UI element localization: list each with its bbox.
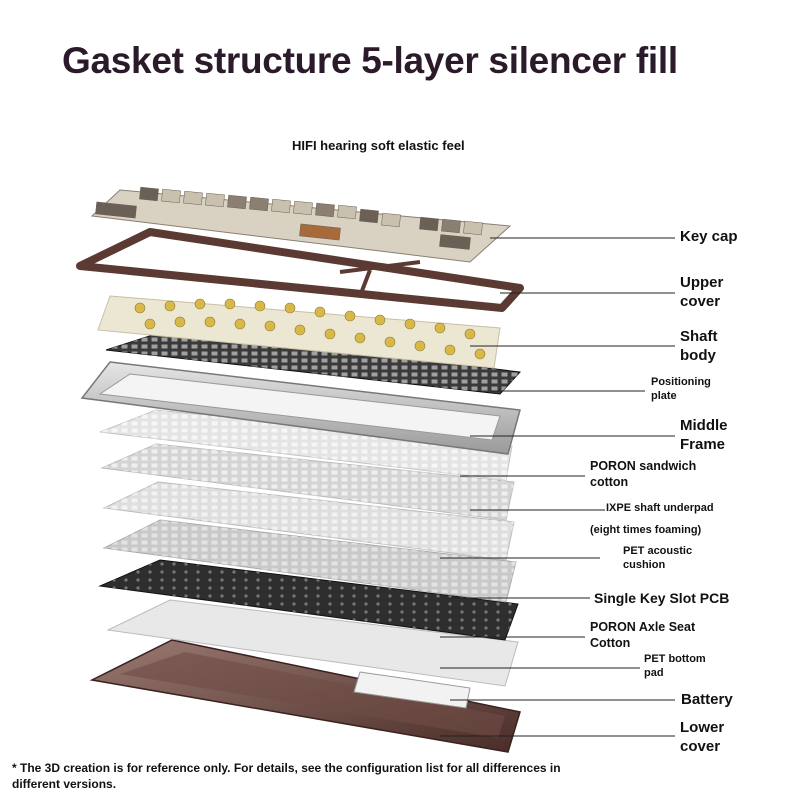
layer-poron-sandwich: [100, 443, 515, 521]
label-single-key-slot-pcb: Single Key Slot PCB: [594, 590, 730, 606]
layer-ixpe-underpad: [102, 481, 515, 561]
label-key-cap: Key cap: [680, 228, 738, 245]
layer-upper-cover: [76, 228, 524, 312]
label-battery: Battery: [681, 691, 733, 708]
layer-pcb: [98, 559, 519, 641]
layer-pet-acoustic-cushion: [102, 519, 517, 603]
layer-middle-frame: [80, 361, 521, 455]
layer-battery: [353, 671, 471, 709]
layer-pet-bottom-pad: [106, 599, 519, 687]
layer-key-cap: [90, 186, 512, 263]
label-ixpe-shaft-underpad: IXPE shaft underpad: [606, 502, 714, 514]
label-eight-times-foaming: (eight times foaming): [590, 524, 702, 536]
footnote: * The 3D creation is for reference only.…: [12, 761, 561, 791]
leader-lines: [440, 237, 675, 737]
layer-shaft-body: [97, 295, 501, 369]
page-title: Gasket structure 5-layer silencer fill: [62, 40, 678, 81]
subtitle: HIFI hearing soft elastic feel: [292, 138, 465, 153]
